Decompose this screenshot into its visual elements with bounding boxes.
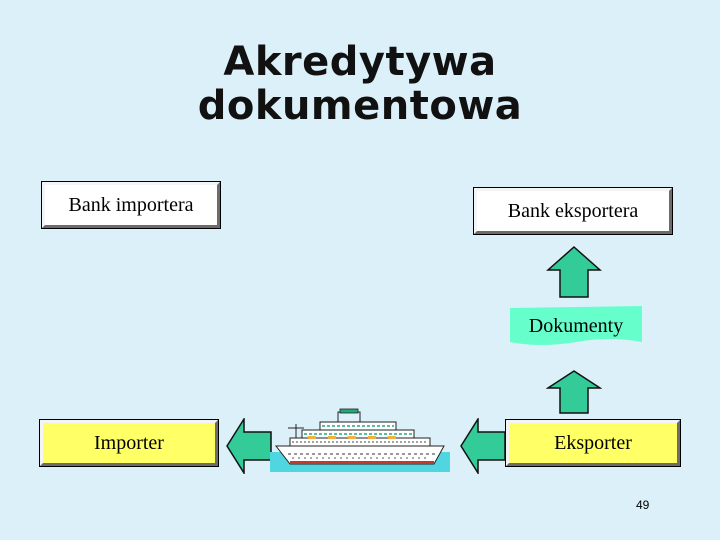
bank-importer-box: Bank importera	[41, 181, 221, 229]
importer-box: Importer	[39, 419, 219, 467]
slide-title: Akredytywa dokumentowa	[0, 40, 720, 128]
documents-shape	[510, 306, 642, 345]
title-line-2: dokumentowa	[197, 83, 523, 129]
arrow-up-icon	[546, 370, 602, 414]
arrow-left-icon	[460, 418, 506, 474]
documents-label-shape: Dokumenty	[510, 306, 642, 346]
exporter-box: Eksporter	[505, 419, 681, 467]
arrow-up-icon	[546, 246, 602, 298]
bank-exporter-box: Bank eksportera	[473, 187, 673, 235]
page-number: 49	[636, 498, 650, 512]
cruise-ship-icon	[270, 408, 450, 472]
documents-label: Dokumenty	[528, 314, 624, 337]
arrow-left-icon	[226, 418, 272, 474]
title-line-1: Akredytywa	[223, 39, 497, 85]
